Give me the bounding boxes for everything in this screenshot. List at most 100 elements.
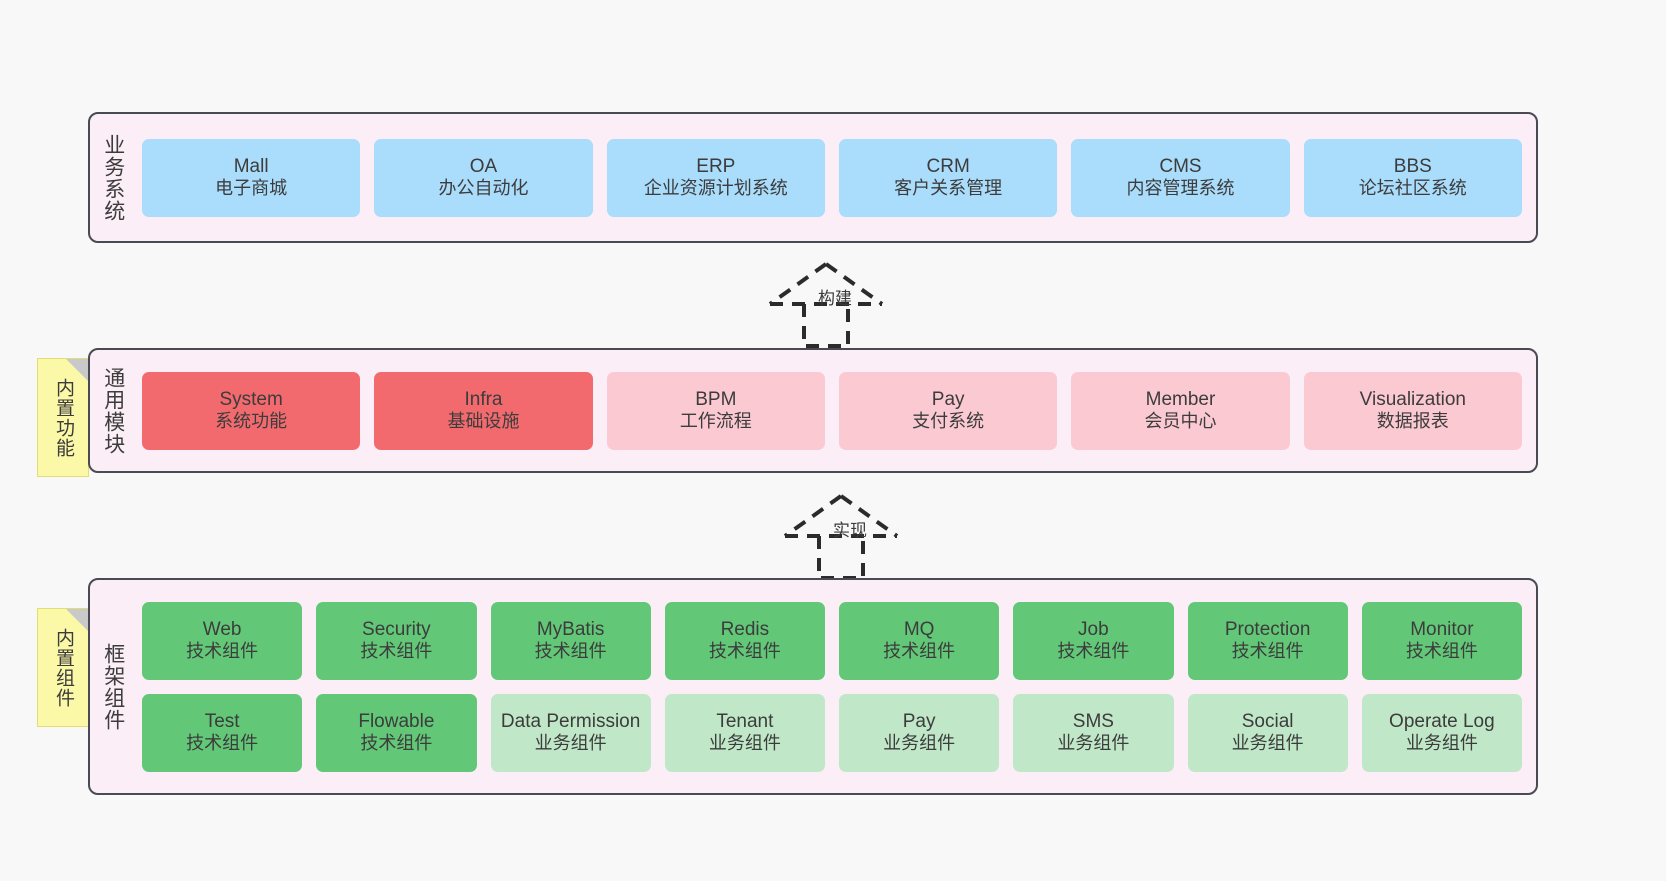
card-title: Data Permission xyxy=(500,710,641,732)
card-title: Monitor xyxy=(1410,618,1474,640)
card-title: Mall xyxy=(233,155,269,177)
card-title: CMS xyxy=(1159,155,1202,177)
connector-implement-label: 实现 xyxy=(833,521,867,540)
card-title: Protection xyxy=(1224,618,1311,640)
connector-implement: 实现 xyxy=(775,490,927,580)
card-subtitle: 业务组件 xyxy=(708,733,781,754)
card-title: Redis xyxy=(720,618,770,640)
layer-business-title: 业务系统 xyxy=(101,133,125,222)
card-subtitle: 技术组件 xyxy=(360,733,433,754)
implement-arrowhead-right xyxy=(839,494,899,538)
connector-build: 构建 xyxy=(760,258,912,348)
sticky-note-builtin-functions-label: 内置功能 xyxy=(53,377,75,458)
card-title: Operate Log xyxy=(1389,710,1495,732)
card-title: Visualization xyxy=(1359,388,1466,410)
card-subtitle: 电子商城 xyxy=(215,178,288,199)
sticky-note-builtin-components: 内置组件 xyxy=(37,608,89,727)
card-subtitle: 业务组件 xyxy=(1057,733,1130,754)
card-title: ERP xyxy=(696,155,736,177)
card-title: Tenant xyxy=(716,710,774,732)
card-subtitle: 技术组件 xyxy=(186,733,259,754)
layer-common-title: 通用模块 xyxy=(101,366,125,455)
card-title: MQ xyxy=(903,618,935,640)
card-title: Infra xyxy=(464,388,503,410)
card-subtitle: 技术组件 xyxy=(1405,641,1478,662)
card-title: Pay xyxy=(931,388,965,410)
card-subtitle: 论坛社区系统 xyxy=(1358,178,1467,199)
card-title: BPM xyxy=(695,388,737,410)
card-title: Pay xyxy=(902,710,936,732)
card-title: Security xyxy=(362,618,431,640)
sticky-note-builtin-functions: 内置功能 xyxy=(37,358,89,477)
card-subtitle: 系统功能 xyxy=(215,411,288,432)
card-subtitle: 技术组件 xyxy=(1057,641,1130,662)
card-subtitle: 数据报表 xyxy=(1376,411,1449,432)
card-title: MyBatis xyxy=(536,618,605,640)
build-shaft xyxy=(802,304,850,348)
card-subtitle: 业务组件 xyxy=(883,733,956,754)
card-subtitle: 支付系统 xyxy=(912,411,985,432)
card-subtitle: 技术组件 xyxy=(883,641,956,662)
card-title: Job xyxy=(1078,618,1109,640)
card-subtitle: 技术组件 xyxy=(360,641,433,662)
build-arrowhead-right xyxy=(824,262,884,306)
card-subtitle: 会员中心 xyxy=(1144,411,1217,432)
card-subtitle: 办公自动化 xyxy=(438,178,529,199)
card-title: CRM xyxy=(926,155,970,177)
layer-framework-title: 框架组件 xyxy=(101,642,125,731)
card-subtitle: 基础设施 xyxy=(447,411,520,432)
card-title: Member xyxy=(1145,388,1216,410)
card-subtitle: 业务组件 xyxy=(1231,733,1304,754)
card-title: SMS xyxy=(1072,710,1114,732)
implement-shaft xyxy=(817,536,865,580)
card-subtitle: 技术组件 xyxy=(534,641,607,662)
connector-build-label: 构建 xyxy=(818,289,852,308)
card-subtitle: 业务组件 xyxy=(534,733,607,754)
sticky-fold-corner-icon xyxy=(66,359,88,381)
card-subtitle: 内容管理系统 xyxy=(1126,178,1235,199)
card-title: System xyxy=(219,388,283,410)
card-title: Flowable xyxy=(358,710,435,732)
implement-arrowhead-left xyxy=(783,494,843,538)
card-subtitle: 业务组件 xyxy=(1405,733,1478,754)
sticky-fold-corner-icon xyxy=(66,609,88,631)
card-subtitle: 企业资源计划系统 xyxy=(643,178,788,199)
